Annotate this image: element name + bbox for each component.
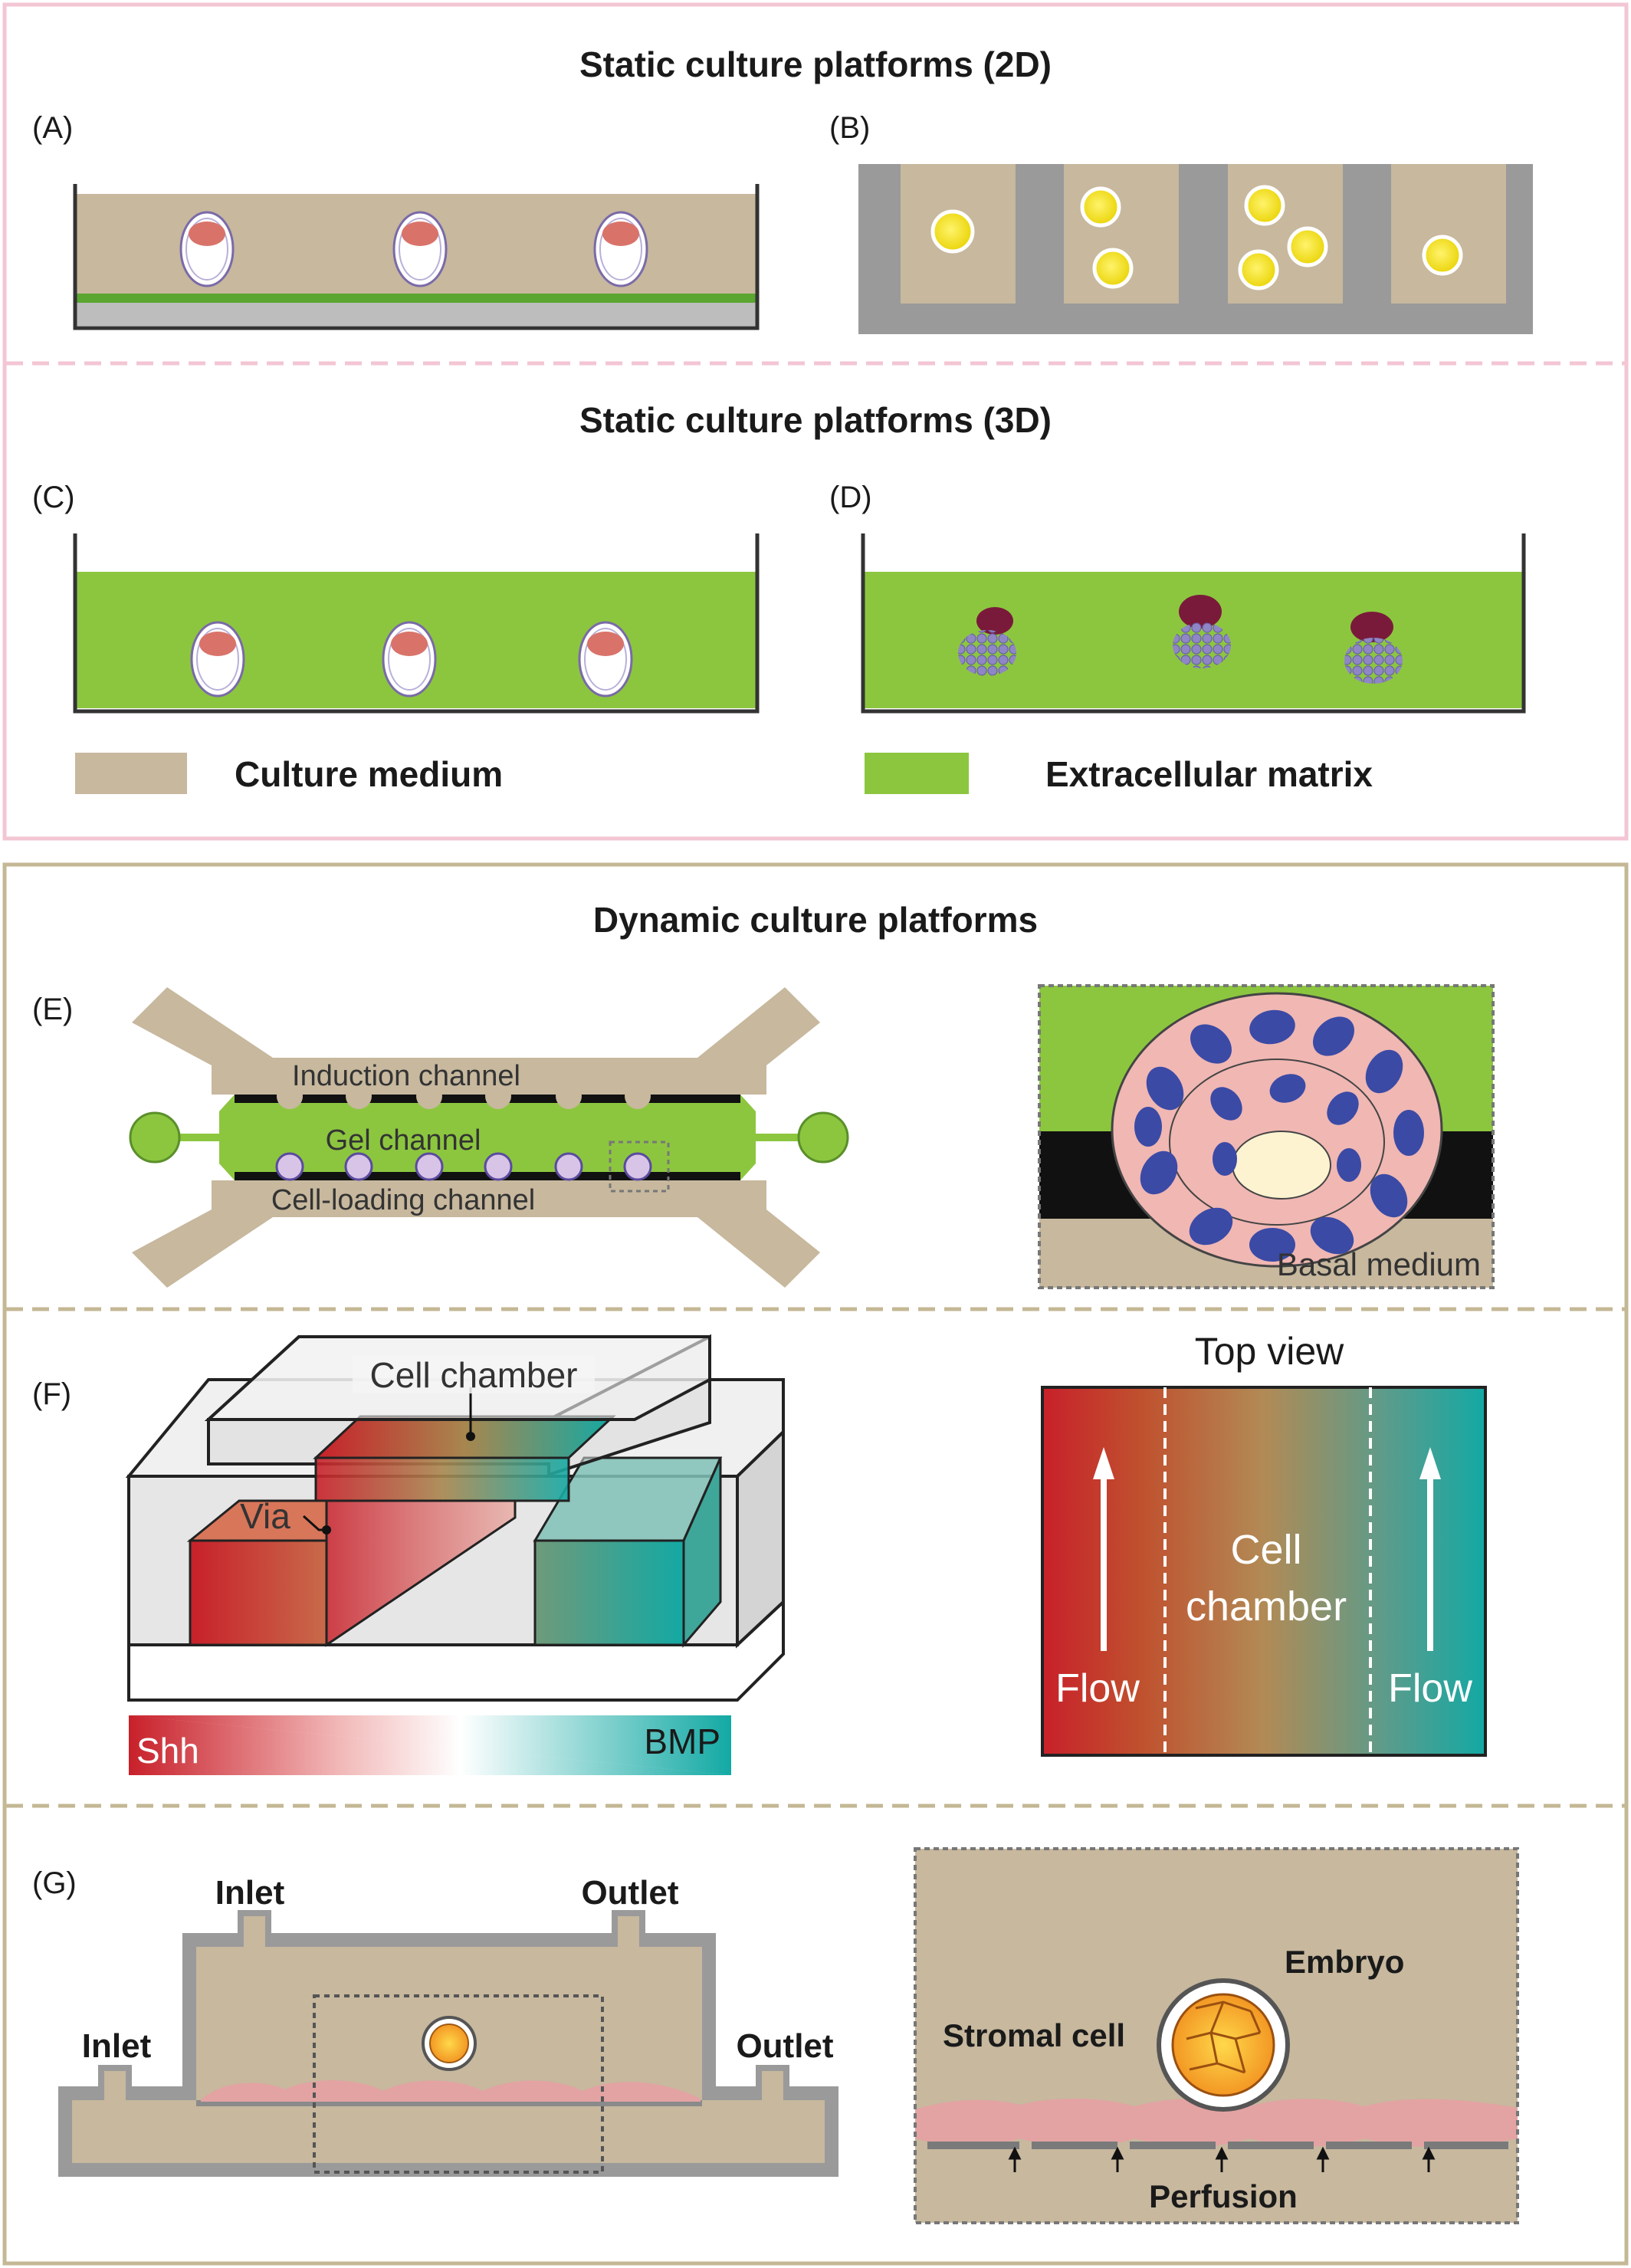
perfusion-arrows bbox=[1008, 2146, 1436, 2172]
flow-left-label: Flow bbox=[1055, 1666, 1140, 1711]
cell-chamber-label-bg bbox=[353, 1357, 595, 1393]
static-2d-title: Static culture platforms (2D) bbox=[579, 44, 1052, 84]
basal-medium-label: Basal medium bbox=[1277, 1246, 1481, 1282]
top-view-label: Top view bbox=[1195, 1330, 1344, 1373]
legend-label-culture-medium: Culture medium bbox=[235, 754, 503, 794]
legend-swatch-extracellular-matrix bbox=[865, 753, 969, 794]
static-panel-frame bbox=[2, 2, 1629, 841]
organoid-e-1 bbox=[275, 1152, 304, 1181]
induction-channel-label: Induction channel bbox=[292, 1060, 520, 1092]
oocyte-b-1 bbox=[930, 209, 975, 254]
embryo-c-2 bbox=[382, 621, 437, 697]
via-label: Via bbox=[240, 1496, 290, 1536]
zoom-box-e bbox=[609, 1141, 670, 1193]
label-e: (E) bbox=[32, 993, 73, 1026]
label-b: (B) bbox=[829, 111, 870, 145]
oocyte-b-3 bbox=[1092, 248, 1134, 289]
inlet-side-label: Inlet bbox=[82, 2027, 152, 2065]
cell-loading-channel-label: Cell-loading channel bbox=[271, 1184, 535, 1216]
organoid-e-4 bbox=[484, 1152, 513, 1181]
organoid-cross-section bbox=[1111, 992, 1443, 1268]
zoom-box-g bbox=[313, 1994, 604, 2174]
top-view-chamber-label: chamber bbox=[1186, 1584, 1347, 1630]
dynamic-title: Dynamic culture platforms bbox=[593, 900, 1038, 940]
label-c: (C) bbox=[32, 481, 75, 514]
diagram-a-dish bbox=[73, 184, 760, 330]
embryo-label: Embryo bbox=[1285, 1944, 1404, 1980]
embryo-c-1 bbox=[190, 621, 245, 697]
oocyte-b-6 bbox=[1238, 249, 1279, 290]
embryo-zoom bbox=[1157, 1978, 1290, 2112]
label-g: (G) bbox=[32, 1866, 77, 1900]
organoid-e-5 bbox=[554, 1152, 583, 1181]
inlet-top-label: Inlet bbox=[215, 1874, 285, 1912]
organoid-d-2 bbox=[1173, 595, 1231, 668]
diagram-g-zoom-inset bbox=[914, 1847, 1519, 2224]
organoid-e-2 bbox=[344, 1152, 373, 1181]
diagram-e-zoom-inset bbox=[1038, 984, 1495, 1289]
embryo-c-3 bbox=[578, 621, 633, 697]
embryo-a-2 bbox=[392, 211, 448, 287]
gel-channel-label: Gel channel bbox=[326, 1124, 481, 1157]
label-d: (D) bbox=[829, 481, 872, 514]
diagram-c-ecm-dish bbox=[73, 533, 760, 714]
legend-swatch-culture-medium bbox=[75, 753, 187, 794]
label-a: (A) bbox=[32, 111, 73, 145]
diagram-g-device bbox=[58, 1910, 838, 2177]
oocyte-b-2 bbox=[1080, 186, 1121, 228]
static-3d-title: Static culture platforms (3D) bbox=[579, 400, 1052, 440]
label-f: (F) bbox=[32, 1377, 71, 1411]
flow-arrowhead-right bbox=[1419, 1447, 1441, 1479]
oocyte-b-7 bbox=[1422, 235, 1463, 276]
cell-chamber-label: Cell chamber bbox=[370, 1355, 578, 1395]
outlet-side-label: Outlet bbox=[736, 2027, 833, 2065]
diagram-e-chip bbox=[129, 987, 849, 1288]
flow-arrowhead-left bbox=[1093, 1447, 1114, 1479]
top-view-cell-label: Cell bbox=[1230, 1527, 1301, 1573]
outlet-top-label: Outlet bbox=[581, 1874, 678, 1912]
oocyte-b-5 bbox=[1287, 226, 1328, 267]
oocyte-b-4 bbox=[1244, 185, 1285, 226]
stromal-cell-label: Stromal cell bbox=[943, 2017, 1125, 2053]
legend-label-extracellular-matrix: Extracellular matrix bbox=[1045, 754, 1373, 794]
diagram-f-top-view bbox=[1041, 1386, 1487, 1757]
diagram-b-microwells bbox=[858, 164, 1533, 334]
flow-right-label: Flow bbox=[1388, 1666, 1472, 1711]
embryo-a-1 bbox=[179, 211, 235, 287]
dynamic-panel-frame bbox=[2, 862, 1629, 2266]
bmp-label: BMP bbox=[644, 1722, 720, 1761]
organoid-e-3 bbox=[415, 1152, 444, 1181]
organoid-e-6 bbox=[623, 1152, 652, 1181]
diagram-d-ecm-dish bbox=[861, 533, 1526, 714]
embryo-a-3 bbox=[593, 211, 648, 287]
organoid-d-1 bbox=[958, 607, 1016, 676]
organoid-d-3 bbox=[1344, 612, 1403, 684]
shh-label: Shh bbox=[136, 1731, 199, 1771]
perfusion-label: Perfusion bbox=[1149, 2178, 1298, 2214]
